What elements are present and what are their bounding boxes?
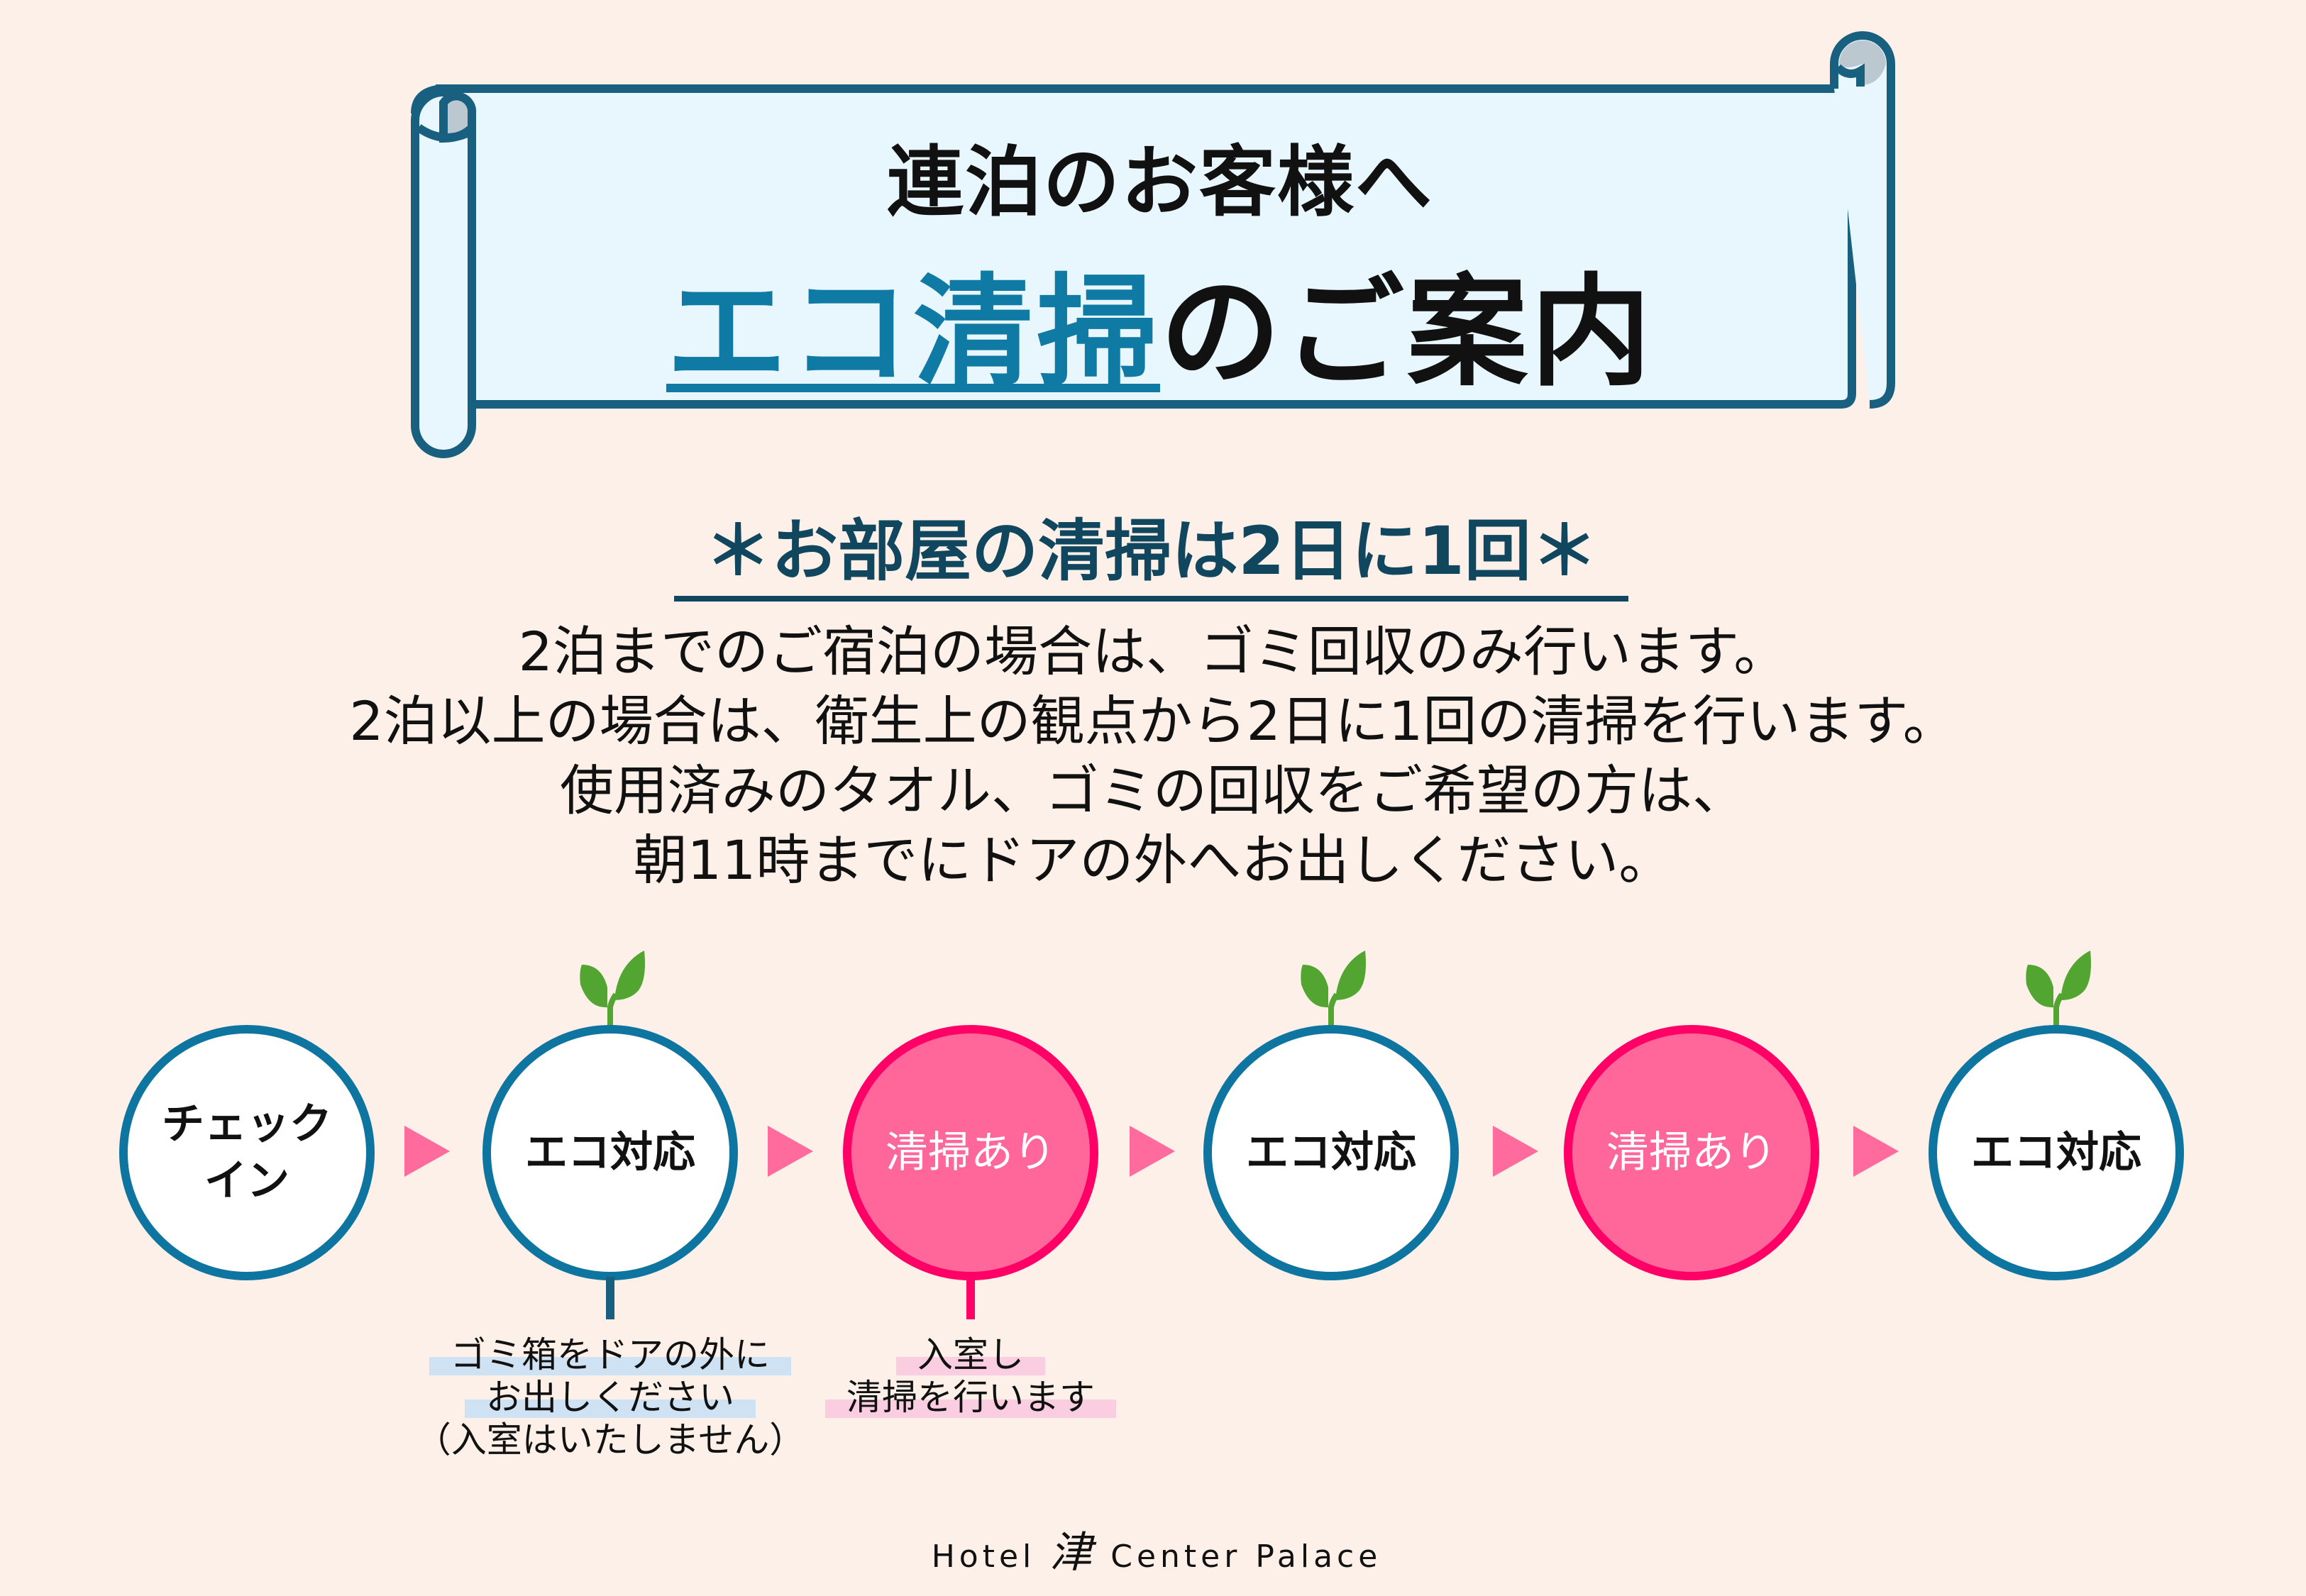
body-line: 2泊以上の場合は、衛生上の観点から2日に1回の清掃を行います。 [349,689,1957,753]
note-line: （入室はいたしません） [415,1419,805,1461]
title-rest: のご案内 [1160,262,1655,403]
flow-step-clean: 清掃あり [1564,1025,1819,1280]
arrow-right-icon [1130,1126,1175,1177]
flow-step-eco: エコ対応 [1929,1025,2184,1280]
flow-step-eco: エコ対応 [1203,1025,1459,1280]
note-line: お出しください [465,1377,756,1418]
eco-note: ゴミ箱をドアの外に お出しください （入室はいたしません） [397,1334,823,1461]
step-label: チェック [162,1099,332,1149]
body-text: 2泊までのご宿泊の場合は、ゴミ回収のみ行います。 2泊以上の場合は、衛生上の観点… [213,617,2093,895]
title-accent: エコ清掃 [666,262,1160,403]
step-label: イン [204,1156,289,1206]
connector-line [606,1277,614,1319]
section-headline: ＊お部屋の清掃は2日に1回＊ [674,509,1628,602]
note-line: 清掃を行います [825,1377,1116,1418]
step-label: エコ対応 [1971,1128,2141,1177]
body-line: 使用済みのタオル、ゴミの回収をご希望の方は、 [560,759,1746,822]
sprout-icon [1301,951,1366,1030]
flow-step-eco: エコ対応 [482,1025,738,1280]
step-label: 清掃あり [1606,1128,1777,1177]
connector-line [966,1277,975,1319]
logo-kanji: 津 [1049,1528,1097,1578]
title-line1: 連泊のお客様へ [886,138,1433,227]
note-line: ゴミ箱をドアの外に [429,1334,791,1375]
arrow-right-icon [1853,1126,1899,1177]
flow-step-clean: 清掃あり [843,1025,1098,1280]
hotel-logo: Hotel 津 Center Palace [908,1518,1405,1580]
body-line: 2泊までのご宿泊の場合は、ゴミ回収のみ行います。 [518,620,1788,683]
arrow-right-icon [768,1126,813,1177]
body-line: 朝11時までにドアの外へお出しください。 [633,829,1673,892]
title-line2: エコ清掃のご案内 [468,234,1852,409]
step-label: 清掃あり [886,1128,1056,1177]
step-label: エコ対応 [1246,1128,1416,1177]
arrow-right-icon [1493,1126,1538,1177]
arrow-right-icon [404,1126,450,1177]
clean-note: 入室し 清掃を行います [793,1334,1148,1419]
flow-step-checkin: チェックイン [119,1025,375,1280]
sprout-icon [2026,951,2091,1030]
note-line: 入室し [896,1334,1045,1375]
step-label: エコ対応 [525,1128,695,1177]
logo-name: Center Palace [1110,1539,1382,1575]
logo-hotel: Hotel [931,1539,1036,1575]
sprout-icon [580,951,645,1030]
